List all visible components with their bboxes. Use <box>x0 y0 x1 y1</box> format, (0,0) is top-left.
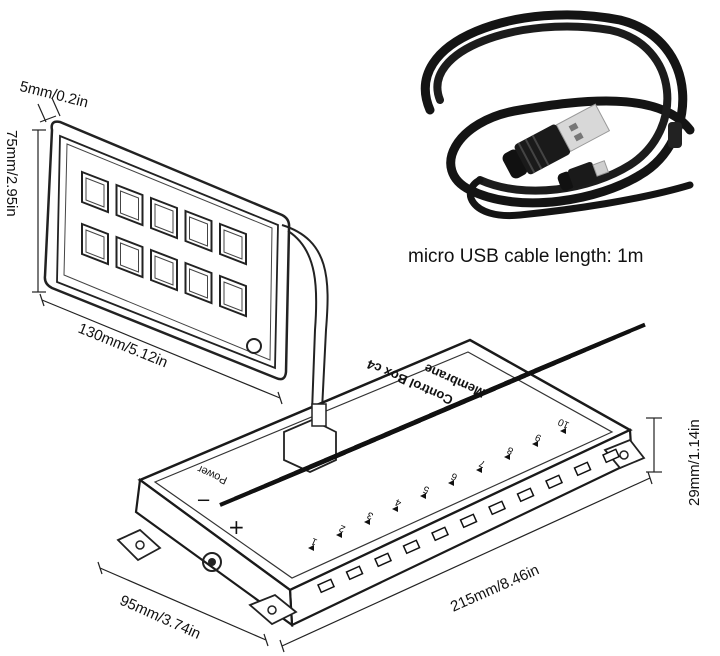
panel-switch-grid <box>81 170 247 318</box>
terminal-number: 6 <box>449 470 459 482</box>
panel-logo-icon <box>246 338 262 354</box>
terminal-slot <box>402 539 421 555</box>
terminal-slot <box>431 526 450 542</box>
terminal-number: 9 <box>533 431 543 443</box>
terminal-slot <box>459 513 478 529</box>
panel-switch-inner <box>120 190 139 221</box>
panel-switch-button <box>219 274 247 318</box>
panel-switch-inner <box>223 229 243 260</box>
terminal-arrow-icon <box>336 532 342 538</box>
terminal-slot <box>516 487 535 503</box>
terminal-number: 1 <box>309 535 319 547</box>
terminal-slot <box>545 474 564 490</box>
panel-switch-inner <box>189 268 208 299</box>
terminal-number: 5 <box>421 483 431 495</box>
panel-switch-button <box>81 170 109 214</box>
terminal-arrow-icon <box>476 467 482 473</box>
micro-usb-plug <box>557 160 610 191</box>
terminal-slot <box>345 565 364 581</box>
terminal-arrow-icon <box>420 493 426 499</box>
front-terminals <box>317 448 621 594</box>
panel-switch-inner <box>189 216 208 247</box>
panel-height-label: 75mm/2.95in <box>3 130 20 217</box>
panel-switch-button <box>184 209 213 253</box>
terminal-arrow-icon <box>364 519 370 525</box>
terminal-slot <box>317 578 336 594</box>
panel-switch-button <box>150 196 178 240</box>
cable-tie <box>668 122 682 148</box>
terminal-number-labels: 1 2 3 4 5 6 7 8 9 10 <box>308 416 571 551</box>
panel-switch-inner <box>85 229 105 260</box>
usb-cable-caption: micro USB cable length: 1m <box>408 246 644 267</box>
panel-switch-button <box>219 222 247 266</box>
terminal-number: 10 <box>556 416 571 431</box>
panel-switch-button <box>115 183 144 227</box>
terminal-arrow-icon <box>560 428 566 434</box>
terminal-slot <box>374 552 393 568</box>
dimension-lines <box>32 97 662 653</box>
terminal-slot <box>573 461 592 477</box>
membrane-strip-rows <box>219 322 646 507</box>
terminal-slot <box>488 500 507 516</box>
terminal-number: 8 <box>505 444 515 456</box>
panel-switch-inner <box>223 281 243 312</box>
usb-cable-illustration <box>420 10 695 220</box>
terminal-arrow-icon <box>392 506 398 512</box>
panel-switch-inner <box>154 255 174 286</box>
panel-switch-button <box>150 248 178 292</box>
terminal-number: 3 <box>365 509 375 521</box>
membrane-strip <box>534 322 646 373</box>
plus-mark-icon: + <box>228 515 245 539</box>
box-height-label: 29mm/1.14in <box>686 419 703 506</box>
terminal-number: 2 <box>337 522 347 534</box>
terminal-arrow-icon <box>532 441 538 447</box>
terminal-number: 4 <box>393 496 403 508</box>
usb-a-plug <box>502 103 611 179</box>
switch-panel-illustration <box>43 120 329 413</box>
terminal-arrow-icon <box>308 545 314 551</box>
terminal-arrow-icon <box>448 480 454 486</box>
panel-switch-button <box>81 222 109 266</box>
panel-switch-button <box>184 261 213 305</box>
minus-mark-icon: − <box>196 490 211 511</box>
terminal-arrow-icon <box>504 454 510 460</box>
terminal-slot <box>602 448 621 464</box>
panel-switch-inner <box>120 242 139 273</box>
panel-switch-inner <box>85 177 105 208</box>
panel-switch-inner <box>154 203 174 234</box>
terminal-number: 7 <box>477 457 487 469</box>
panel-switch-button <box>115 235 144 279</box>
